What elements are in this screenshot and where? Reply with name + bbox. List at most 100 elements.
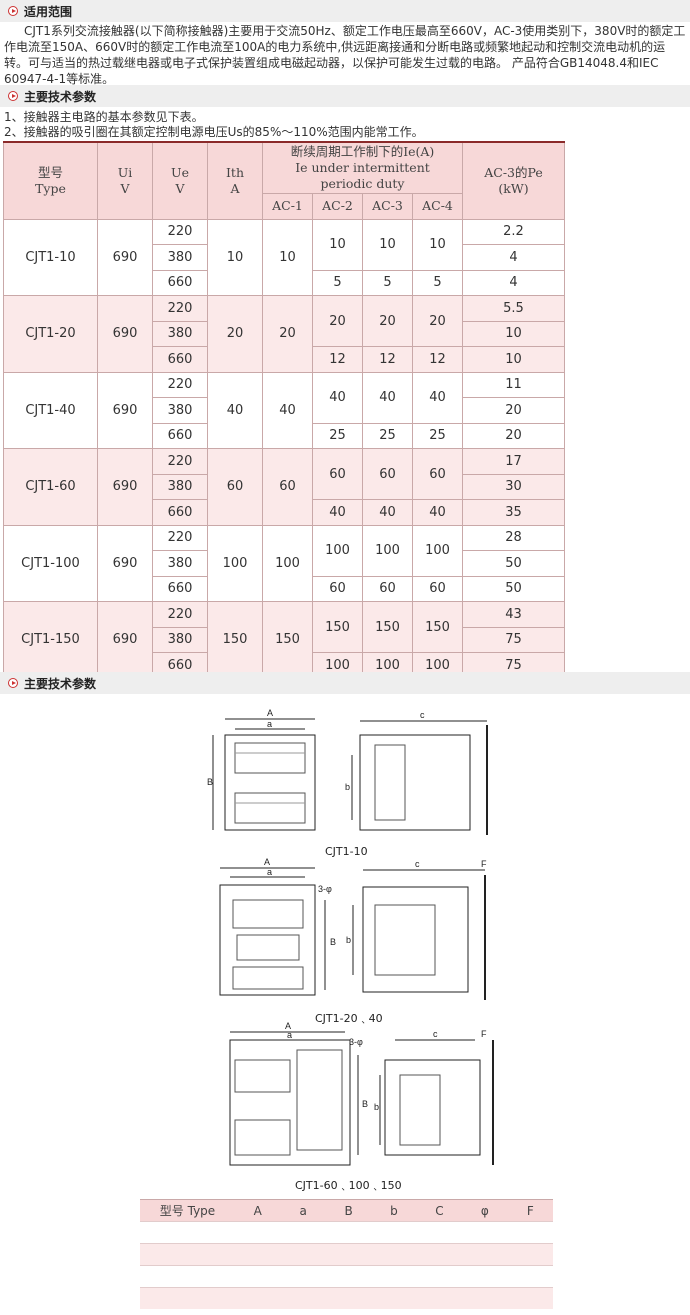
ue-cell: 380	[152, 626, 208, 653]
note-1: 1、接触器主电路的基本参数见下表。	[4, 110, 204, 124]
dim-header-b: b	[371, 1199, 417, 1222]
model-cell: CJT1-150	[3, 601, 98, 679]
ac2-cell: 20	[312, 295, 363, 347]
model-cell: CJT1-10	[3, 218, 98, 296]
svg-text:B: B	[207, 777, 213, 787]
svg-text:b: b	[346, 935, 351, 945]
table-row	[140, 1287, 553, 1309]
ui-cell: 690	[97, 371, 153, 449]
svg-text:F: F	[481, 1029, 487, 1039]
play-bullet-icon	[8, 91, 18, 101]
ith-cell: 40	[207, 371, 263, 449]
ac4-cell: 60	[412, 448, 463, 500]
pe-cell: 20	[462, 422, 565, 449]
ac4-cell: 20	[412, 295, 463, 347]
ac2-cell: 150	[312, 601, 363, 653]
intro-paragraph: CJT1系列交流接触器(以下简称接触器)主要用于交流50Hz、额定工作电压最高至…	[4, 24, 686, 86]
svg-text:c: c	[420, 710, 425, 720]
ac4-cell: 25	[412, 422, 463, 449]
ith-cell: 100	[207, 524, 263, 602]
svg-text:a: a	[267, 867, 272, 877]
header-ac2: AC-2	[312, 193, 363, 220]
ue-cell: 220	[152, 295, 208, 322]
ue-cell: 220	[152, 218, 208, 245]
ac4-cell: 10	[412, 218, 463, 271]
ac1-cell: 100	[262, 524, 313, 602]
pe-cell: 4	[462, 269, 565, 296]
header-ac1: AC-1	[262, 193, 313, 220]
ac2-cell: 60	[312, 575, 363, 602]
svg-text:c: c	[415, 859, 420, 869]
caption-cjt1-20-40: CJT1-20﹑40	[315, 1012, 383, 1025]
pe-cell: 4	[462, 244, 565, 271]
ue-cell: 220	[152, 524, 208, 551]
pe-cell: 35	[462, 499, 565, 526]
play-bullet-icon	[8, 678, 18, 688]
ac2-cell: 5	[312, 269, 363, 296]
ue-cell: 660	[152, 422, 208, 449]
ue-cell: 380	[152, 244, 208, 271]
pe-cell: 2.2	[462, 218, 565, 245]
ac4-cell: 150	[412, 601, 463, 653]
header-ac3: AC-3	[362, 193, 413, 220]
section-header-params: 主要技术参数	[0, 85, 690, 107]
ac3-cell: 10	[362, 218, 413, 271]
ac3-cell: 20	[362, 295, 413, 347]
model-cell: CJT1-60	[3, 448, 98, 526]
ac2-cell: 12	[312, 346, 363, 373]
ac1-cell: 150	[262, 601, 313, 679]
ui-cell: 690	[97, 524, 153, 602]
ui-cell: 690	[97, 601, 153, 679]
ith-cell: 150	[207, 601, 263, 679]
svg-text:A: A	[285, 1021, 291, 1031]
section-title: 适用范围	[24, 4, 73, 19]
ue-cell: 380	[152, 550, 208, 577]
ac4-cell: 100	[412, 524, 463, 577]
pe-cell: 28	[462, 524, 565, 551]
cjt1-10-side-view	[351, 720, 488, 835]
caption-cjt1-60-150: CJT1-60﹑100﹑150	[295, 1179, 402, 1192]
ith-cell: 60	[207, 448, 263, 526]
table-row: 380 4	[4, 244, 565, 271]
dimension-drawings: A a B c b A a B c F b 3-φ A a 3-φ B c F …	[205, 705, 505, 1195]
play-bullet-icon	[8, 6, 18, 16]
cjt1-60-100-150-side-view	[379, 1039, 494, 1165]
svg-text:B: B	[362, 1099, 368, 1109]
ac1-cell: 20	[262, 295, 313, 373]
ac3-cell: 40	[362, 371, 413, 424]
pe-cell: 10	[462, 320, 565, 347]
ue-cell: 380	[152, 320, 208, 347]
ue-cell: 220	[152, 601, 208, 628]
svg-text:B: B	[330, 937, 336, 947]
ith-cell: 20	[207, 295, 263, 373]
svg-text:c: c	[433, 1029, 438, 1039]
dimension-header-row: 型号 Type A a B b C φ F	[140, 1199, 553, 1222]
ue-cell: 660	[152, 269, 208, 296]
table-row	[140, 1243, 553, 1266]
ac3-cell: 150	[362, 601, 413, 653]
pe-cell: 5.5	[462, 295, 565, 322]
cjt1-20-40-side-view	[352, 869, 486, 1000]
section-title: 主要技术参数	[24, 89, 97, 104]
svg-text:3-φ: 3-φ	[318, 884, 332, 894]
svg-text:a: a	[267, 719, 272, 729]
header-pe: AC-3的Pe(kW)	[462, 141, 565, 220]
ac4-cell: 5	[412, 269, 463, 296]
ac3-cell: 100	[362, 524, 413, 577]
svg-text:A: A	[264, 857, 270, 867]
dim-header-B: B	[325, 1199, 372, 1222]
svg-text:3-φ: 3-φ	[349, 1037, 363, 1047]
dim-header-phi: φ	[462, 1199, 508, 1222]
ac4-cell: 60	[412, 575, 463, 602]
model-cell: CJT1-40	[3, 371, 98, 449]
